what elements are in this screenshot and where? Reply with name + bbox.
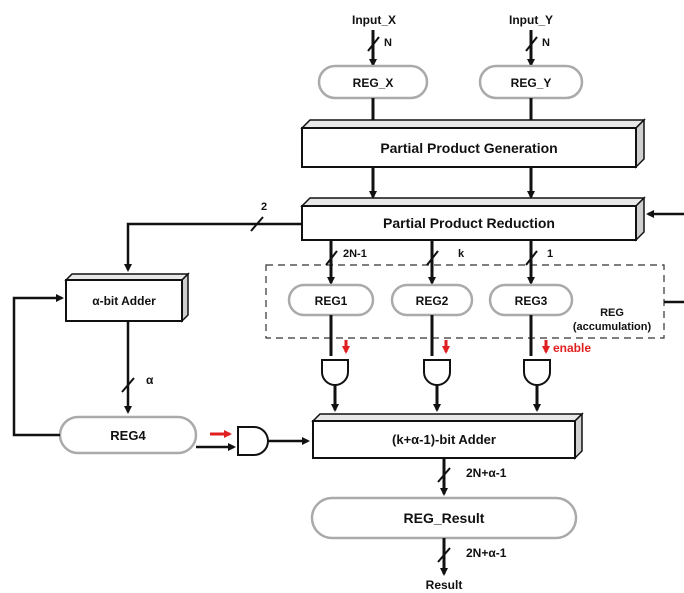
adder-out-slash — [437, 467, 451, 483]
and-gate-3 — [523, 359, 551, 386]
reg-x-label: REG_X — [353, 76, 394, 90]
result-out-slash — [437, 547, 451, 563]
reg-result-label: REG_Result — [404, 510, 485, 526]
ppg-block — [300, 118, 646, 169]
result-out-width-label: 2N+α-1 — [466, 546, 507, 560]
and-gate-2 — [423, 359, 451, 386]
ppr-to-alpha-slash — [250, 216, 264, 232]
and-gate-1 — [321, 359, 349, 386]
ppr-block — [300, 196, 646, 242]
adder-out-width-label: 2N+α-1 — [466, 466, 507, 480]
reg1-label: REG1 — [315, 294, 348, 308]
reg2-label: REG2 — [416, 294, 449, 308]
ppr-to-reg3-width-label: 1 — [547, 248, 553, 260]
accumulation-label-line1: REG — [600, 307, 624, 319]
ppr-to-reg3-slash — [525, 250, 538, 266]
accumulation-label-line2: (accumulation) — [573, 321, 652, 333]
ppr-to-reg1-slash — [325, 250, 338, 266]
ppr-to-reg1-width-label: 2N-1 — [343, 248, 367, 260]
alpha-bus-width-label: α — [146, 373, 154, 387]
alpha-adder-label: α-bit Adder — [92, 294, 156, 308]
input-x-slash — [367, 36, 380, 52]
ppr-label: Partial Product Reduction — [383, 215, 555, 231]
input-x-width-label: N — [384, 37, 392, 49]
ppr-to-reg2-width-label: k — [458, 248, 465, 260]
input-y-label: Input_Y — [509, 13, 553, 27]
reg3-label: REG3 — [515, 294, 548, 308]
alpha-adder-block — [64, 272, 190, 323]
alpha-bus-slash — [121, 377, 135, 393]
reg4-label: REG4 — [110, 428, 146, 443]
ppr-to-alpha-adder-bus — [124, 222, 302, 272]
ppg-label: Partial Product Generation — [380, 140, 557, 156]
final-adder-block — [311, 412, 584, 460]
reg4-feedback-loop — [12, 294, 64, 437]
ppr-to-reg2-slash — [426, 250, 439, 266]
and-gate-4 — [237, 426, 269, 456]
result-label: Result — [426, 578, 463, 592]
ppr-to-alpha-width-label: 2 — [261, 201, 267, 213]
input-y-slash — [525, 36, 538, 52]
final-adder-label: (k+α-1)-bit Adder — [392, 432, 496, 447]
enable-label: enable — [553, 341, 591, 355]
input-x-label: Input_X — [352, 13, 396, 27]
input-y-width-label: N — [542, 37, 550, 49]
reg-y-label: REG_Y — [511, 76, 552, 90]
